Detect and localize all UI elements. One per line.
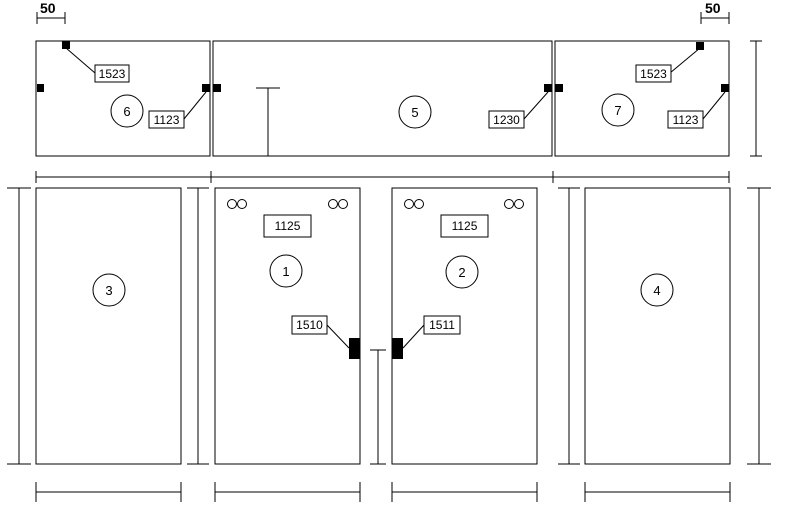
code-label: 1230 — [493, 113, 520, 127]
panel-number: 4 — [653, 283, 660, 298]
hinge-marker — [555, 84, 563, 92]
dim-bottom-widths — [35, 482, 731, 502]
code-label: 1510 — [296, 318, 323, 332]
dim-right-50: 50 — [700, 0, 730, 24]
panel-5: 1230 5 — [212, 40, 553, 157]
hinge-marker — [202, 84, 210, 92]
dim-left-50-label: 50 — [40, 0, 56, 16]
panel-number: 1 — [282, 264, 289, 279]
code-label: 1125 — [452, 219, 478, 233]
hinge-marker — [213, 84, 221, 92]
dim-right-50-label: 50 — [705, 0, 721, 16]
code-label: 1511 — [429, 318, 455, 332]
dim-right-height — [747, 187, 771, 465]
panel-4: 4 — [584, 187, 731, 465]
panel-number: 6 — [123, 104, 130, 119]
dim-center-gap — [370, 349, 386, 465]
hinge-marker — [62, 41, 70, 49]
code-label: 1523 — [99, 67, 126, 81]
code-label: 1523 — [640, 67, 667, 81]
code-label: 1125 — [275, 219, 301, 233]
hinge-marker — [696, 42, 704, 50]
hinge-marker — [544, 84, 552, 92]
code-label: 1123 — [154, 113, 180, 127]
panel-1: 1125 1 1510 — [214, 187, 361, 465]
hinge-marker — [721, 84, 729, 92]
dim-left-50: 50 — [36, 0, 66, 24]
panel-2: 1125 2 1511 — [391, 187, 538, 465]
panel-number: 2 — [458, 265, 465, 280]
panel-6: 1523 1123 6 — [35, 40, 211, 157]
panel-number: 7 — [614, 103, 621, 118]
dim-gap-2-4 — [558, 187, 580, 465]
handle — [349, 338, 360, 359]
handle — [392, 338, 403, 359]
panel-7: 1523 1123 7 — [554, 40, 730, 157]
dim-top-row-width — [35, 171, 730, 183]
panel-3: 3 — [35, 187, 182, 465]
dim-left-height — [7, 187, 31, 465]
dim-gap-3-1 — [187, 187, 209, 465]
panel-number: 5 — [411, 105, 418, 120]
hinge-marker — [37, 84, 44, 92]
panel-number: 3 — [105, 283, 112, 298]
dim-top-row-height — [750, 40, 762, 157]
code-label: 1123 — [673, 113, 699, 127]
